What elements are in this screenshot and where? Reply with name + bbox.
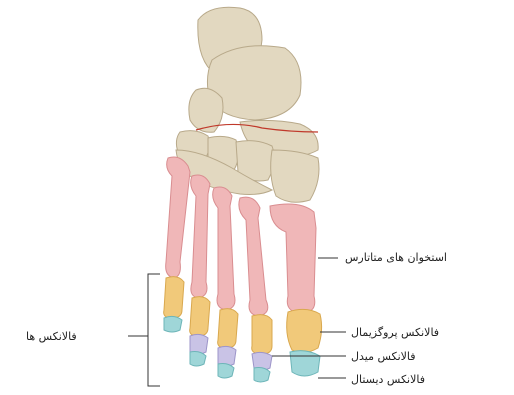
proximal-phalanx-4 — [190, 297, 210, 336]
label-phalanges: فالانکس ها — [26, 330, 77, 343]
metatarsal-3 — [213, 187, 235, 310]
tarsal-bones — [176, 7, 319, 202]
middle-phalanx-3 — [218, 346, 236, 366]
proximal-phalanx-2 — [252, 315, 272, 354]
label-middle-phalanx: فالانکس میدل — [351, 350, 416, 363]
distal-phalanx-2 — [254, 368, 270, 383]
proximal-phalanx-5 — [164, 277, 184, 318]
metatarsal-5 — [166, 157, 190, 278]
metatarsal-1 — [270, 204, 316, 314]
metatarsal-4 — [191, 175, 210, 298]
distal-phalanx-5 — [164, 316, 182, 332]
label-proximal-phalanx: فالانکس پروگزیمال — [351, 326, 439, 339]
proximal-phalanx-1 — [287, 309, 322, 352]
distal-phalanx-1 — [290, 351, 320, 376]
label-distal-phalanx: فالانکس دیستال — [351, 373, 425, 386]
proximal-phalanx-3 — [218, 309, 238, 348]
cuboid — [271, 150, 319, 202]
metatarsal-2 — [239, 197, 268, 316]
middle-phalanx-4 — [190, 334, 208, 354]
bracket-phalanges — [148, 274, 160, 386]
distal-phalanx-3 — [218, 364, 234, 379]
label-metatarsals: استخوان های متاتارس — [345, 251, 447, 264]
distal-phalanx-4 — [190, 352, 206, 367]
